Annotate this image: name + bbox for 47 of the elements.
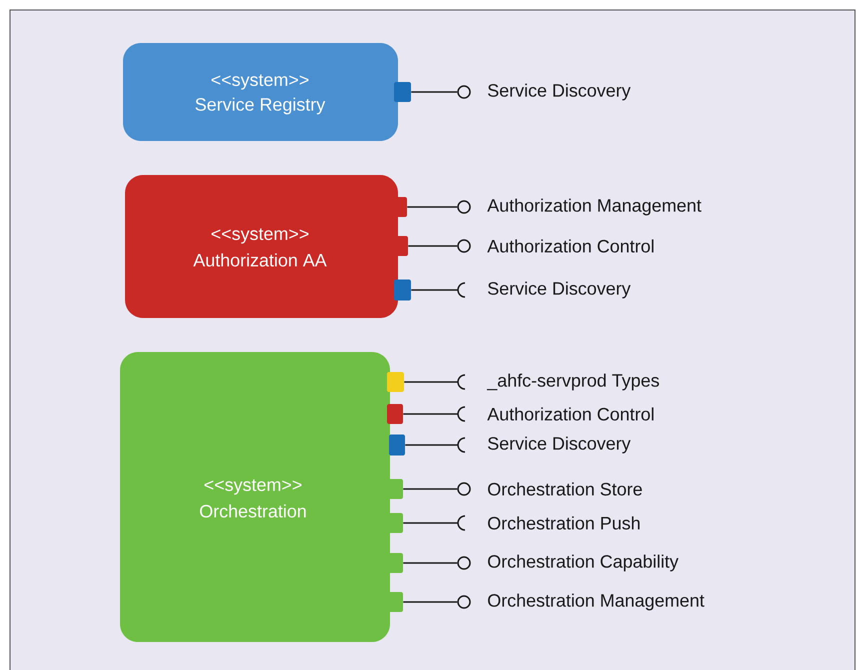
interface-socket bbox=[457, 374, 466, 390]
system-box: <<system>> Authorization AA bbox=[125, 175, 398, 318]
port-square bbox=[387, 513, 403, 533]
interface-circle bbox=[457, 556, 471, 570]
system-box: <<system>> Service Registry bbox=[123, 43, 398, 141]
interface-circle bbox=[457, 595, 471, 609]
connector-line bbox=[403, 488, 458, 490]
connector-line bbox=[405, 444, 458, 446]
connector-line bbox=[403, 413, 458, 415]
interface-socket bbox=[457, 437, 466, 453]
port-square bbox=[395, 236, 408, 256]
connector-line bbox=[411, 91, 458, 93]
interface-label: Orchestration Store bbox=[488, 482, 642, 496]
interface-label: Authorization Management bbox=[487, 198, 702, 216]
port-square bbox=[395, 197, 407, 217]
interface-label: Orchestration Push bbox=[488, 516, 640, 530]
port-square bbox=[387, 372, 404, 392]
interface-label: Authorization Control bbox=[487, 407, 654, 421]
interface-label: Authorization Control bbox=[487, 239, 654, 253]
interface-socket bbox=[457, 515, 466, 531]
interface-socket bbox=[457, 406, 466, 422]
connector-line bbox=[403, 522, 458, 524]
connector-line bbox=[408, 245, 458, 247]
connector-line bbox=[411, 289, 458, 291]
interface-circle bbox=[457, 200, 471, 214]
interface-label: Service Discovery bbox=[488, 282, 631, 298]
connector-line bbox=[403, 601, 458, 603]
interface-socket bbox=[457, 282, 466, 298]
interface-label: Service Discovery bbox=[488, 436, 631, 454]
interface-label: Orchestration Management bbox=[488, 594, 704, 610]
port-square bbox=[387, 553, 403, 573]
connector-line bbox=[407, 206, 458, 208]
port-square bbox=[389, 434, 405, 456]
interface-label: Orchestration Capability bbox=[488, 554, 678, 572]
system-box: <<system>> Orchestration bbox=[120, 352, 390, 642]
port-square bbox=[387, 404, 403, 424]
port-square bbox=[387, 479, 403, 499]
interface-circle bbox=[457, 85, 471, 99]
connector-line bbox=[403, 562, 458, 564]
port-square bbox=[394, 280, 411, 300]
port-square bbox=[387, 592, 403, 612]
interface-label: _ahfc-servprod Types bbox=[486, 374, 659, 390]
interface-circle bbox=[457, 239, 471, 253]
interface-circle bbox=[457, 482, 471, 496]
port-square bbox=[394, 82, 411, 102]
interface-label: Service Discovery bbox=[488, 84, 631, 100]
connector-line bbox=[404, 381, 458, 383]
